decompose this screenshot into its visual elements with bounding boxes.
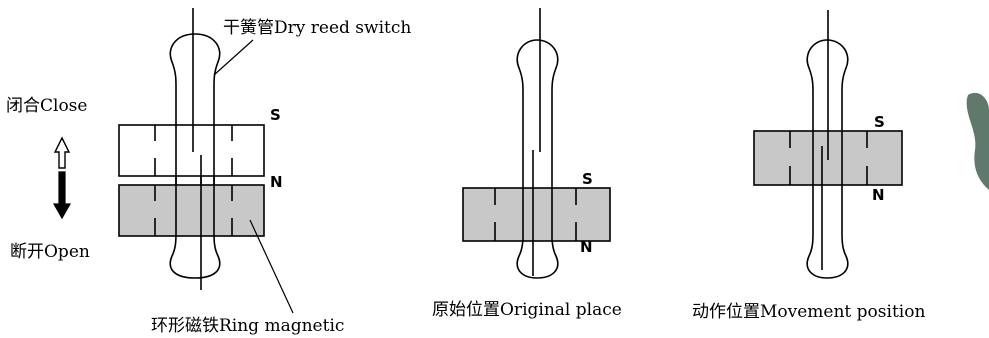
down-arrow-icon xyxy=(52,171,72,220)
edge-decoration xyxy=(966,92,989,190)
original-place-label: 原始位置Original place xyxy=(432,300,622,320)
right-n-pole-label: N xyxy=(872,186,885,204)
up-arrow-icon xyxy=(53,136,71,169)
left-bottom-magnet xyxy=(118,184,265,237)
ring-magnet-leader xyxy=(249,219,294,314)
left-top-magnet xyxy=(118,124,265,177)
left-s-pole-label: S xyxy=(270,106,281,124)
ring-magnetic-label: 环形磁铁Ring magnetic xyxy=(151,316,345,336)
left-n-pole-label: N xyxy=(270,173,283,191)
middle-magnet xyxy=(462,187,611,242)
movement-position-label: 动作位置Movement position xyxy=(692,302,926,322)
open-label: 断开Open xyxy=(10,242,90,262)
reed-switch-label: 干簧管Dry reed switch xyxy=(223,18,412,38)
right-s-pole-label: S xyxy=(874,113,885,131)
reed-switch-leader xyxy=(213,39,254,76)
middle-n-pole-label: N xyxy=(580,238,593,256)
middle-switch-internals xyxy=(522,188,553,241)
close-label: 闭合Close xyxy=(6,96,88,116)
middle-s-pole-label: S xyxy=(582,170,593,188)
left-switch-internals xyxy=(175,125,215,236)
right-switch-internals xyxy=(812,131,843,185)
